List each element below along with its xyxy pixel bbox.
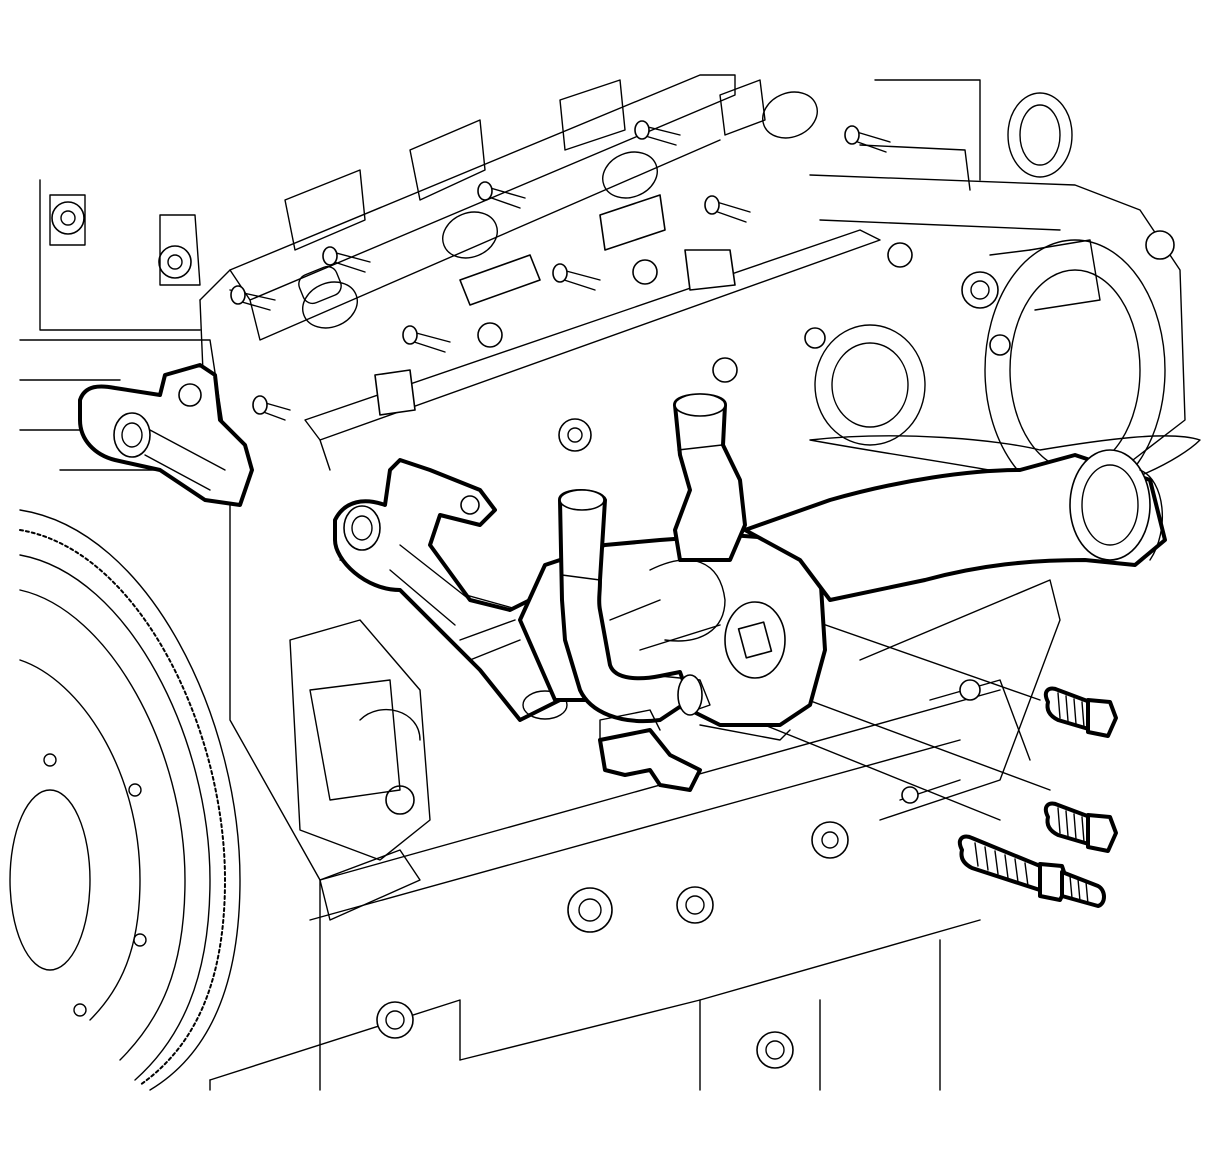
engine-block [19, 74, 1186, 1091]
head-brackets [374, 194, 736, 416]
coolant-bypass-pipe [333, 458, 582, 722]
coolant-outlet-right [743, 435, 1201, 602]
head-studs [229, 120, 891, 421]
heater-outlet-pipe [673, 393, 747, 562]
bolt [1043, 686, 1118, 738]
pipe-bracket [598, 709, 702, 792]
stud-bolt [957, 834, 1106, 908]
bolt [1043, 801, 1118, 853]
coolant-outlet-left [78, 363, 254, 507]
heater-inlet-pipe [558, 489, 711, 723]
flywheel [9, 509, 241, 1091]
